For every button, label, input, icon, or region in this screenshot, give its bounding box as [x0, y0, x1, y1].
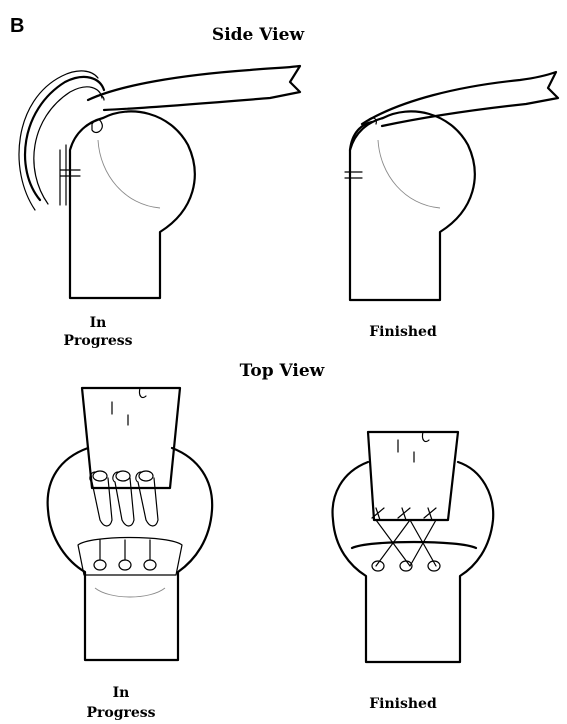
top-view-left-caption-line2: Progress: [86, 705, 155, 721]
side-view-finished-drawing: [345, 72, 558, 300]
side-view-right-caption: Finished: [369, 324, 437, 340]
top-view-right-caption: Finished: [369, 696, 437, 712]
top-view-finished-drawing: [333, 432, 494, 662]
top-view-left-caption-line1: In: [113, 685, 130, 701]
side-view-title: Side View: [212, 25, 305, 45]
side-view-in-progress-drawing: [19, 66, 300, 298]
side-view-left-caption-line2: Progress: [63, 333, 132, 349]
top-view-in-progress-drawing: [48, 388, 213, 660]
side-view-left-caption-line1: In: [90, 315, 107, 331]
panel-letter: B: [10, 15, 24, 37]
top-view-title: Top View: [240, 361, 325, 381]
